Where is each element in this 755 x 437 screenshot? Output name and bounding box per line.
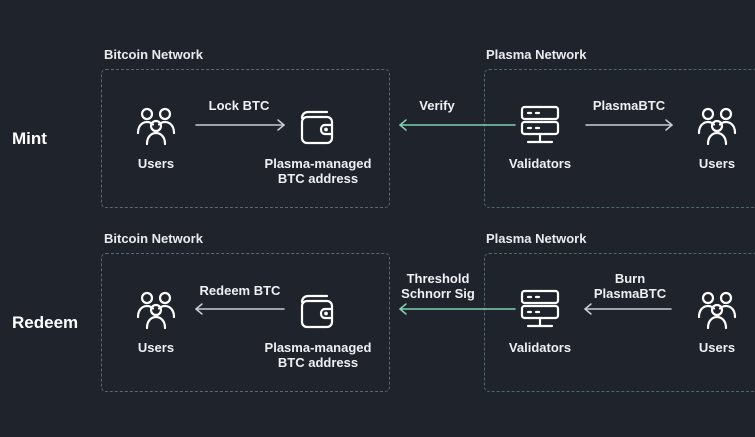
mint-lock-label: Lock BTC: [208, 98, 270, 113]
mint-users-left-label: Users: [137, 156, 175, 171]
redeem-redeem-label: Redeem BTC: [199, 283, 281, 298]
server-icon: [520, 105, 560, 144]
mint-plasma-network-label: Plasma Network: [486, 47, 587, 62]
mint-plasma-network-box: [484, 69, 755, 208]
redeem-address-label: Plasma-managed BTC address: [264, 340, 372, 370]
users-icon: [697, 107, 737, 146]
mint-bitcoin-network-label: Bitcoin Network: [104, 47, 203, 62]
arrow-left-icon: [584, 303, 672, 315]
redeem-plasma-network-label: Plasma Network: [486, 231, 587, 246]
redeem-burn-label: Burn PlasmaBTC: [593, 271, 667, 301]
redeem-plasma-network-box: [484, 253, 755, 392]
arrow-right-icon: [585, 119, 673, 131]
mint-users-right-label: Users: [698, 156, 736, 171]
mint-plasmabtc-label: PlasmaBTC: [592, 98, 666, 113]
arrow-right-icon: [195, 119, 285, 131]
mint-verify-label: Verify: [419, 98, 455, 113]
users-icon: [697, 291, 737, 330]
users-icon: [136, 107, 176, 146]
redeem-row-title: Redeem: [12, 313, 79, 332]
arrow-left-icon: [195, 303, 285, 315]
mint-bitcoin-network-box: [101, 69, 390, 208]
redeem-bitcoin-network-label: Bitcoin Network: [104, 231, 203, 246]
redeem-users-left-label: Users: [137, 340, 175, 355]
mint-row-title: Mint: [12, 129, 47, 148]
arrow-left-icon: [399, 119, 516, 131]
mint-validators-label: Validators: [508, 156, 572, 171]
wallet-icon: [300, 110, 334, 145]
users-icon: [136, 291, 176, 330]
redeem-users-right-label: Users: [698, 340, 736, 355]
mint-address-label: Plasma-managed BTC address: [264, 156, 372, 186]
arrow-left-icon: [399, 303, 516, 315]
redeem-signature-label: Threshold Schnorr Sig: [401, 271, 475, 301]
redeem-validators-label: Validators: [508, 340, 572, 355]
redeem-bitcoin-network-box: [101, 253, 390, 392]
wallet-icon: [300, 294, 334, 329]
server-icon: [520, 289, 560, 328]
